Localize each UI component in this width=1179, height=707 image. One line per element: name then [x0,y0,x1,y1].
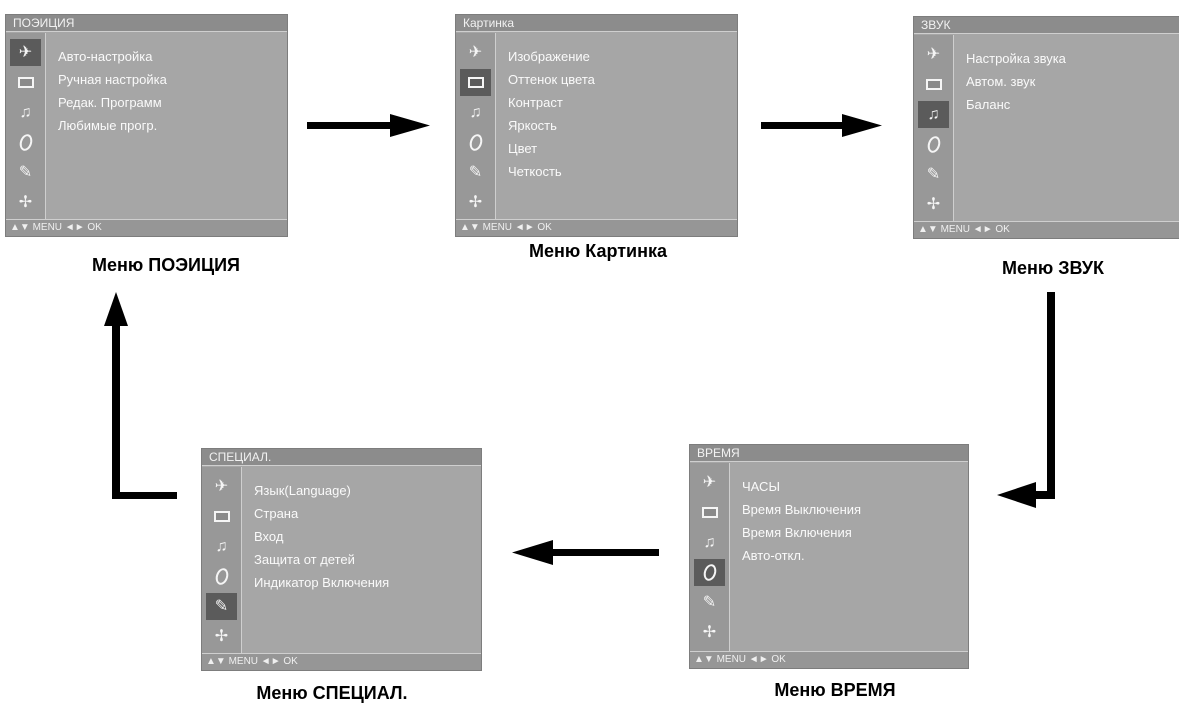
arrow-sound-to-time [997,292,1055,508]
updown-icon: ▲▼ [918,224,938,235]
antenna-icon[interactable]: ✈ [214,477,229,495]
menu-title: ПОЭИЦИЯ [6,15,287,32]
arrow-time-to-special [512,540,659,565]
footer-label: MENU ◄► OK [32,222,102,233]
menu-item[interactable]: Язык(Language) [254,483,351,498]
screen-icon[interactable] [460,69,491,96]
wrench-icon[interactable]: ✎ [468,163,483,181]
caption-sound: Меню ЗВУК [1001,258,1105,278]
updown-icon: ▲▼ [694,654,714,665]
footer-label: MENU ◄► OK [716,654,786,665]
menu-icon-column: ✈ ♫ ✎ ✢ [6,33,46,219]
antenna-icon[interactable]: ✈ [926,45,941,63]
speaker-icon[interactable]: ♫ [469,103,482,121]
menu-item[interactable]: Цвет [508,141,538,156]
menu-item[interactable]: ЧАСЫ [742,479,780,494]
antenna-icon[interactable]: ✈ [10,39,41,66]
menu-item[interactable]: Ручная настройка [58,72,167,87]
caption-special: Меню СПЕЦИАЛ. [256,683,408,703]
menu-footer: ▲▼ MENU ◄► OK [690,651,968,668]
speaker-icon[interactable]: ♫ [215,537,228,555]
arrow-picture-to-sound [761,114,882,137]
menu-title: СПЕЦИАЛ. [202,449,481,466]
screen-icon[interactable] [206,503,237,530]
clock-icon[interactable] [694,559,725,586]
menu-footer: ▲▼ MENU ◄► OK [456,219,737,236]
menu-item[interactable]: Страна [254,506,299,521]
menu-item[interactable]: Любимые прогр. [58,118,158,133]
speaker-icon[interactable]: ♫ [19,103,32,121]
caption-position: Меню ПОЭИЦИЯ [92,255,240,275]
menu-item[interactable]: Настройка звука [966,51,1066,66]
menu-item[interactable]: Изображение [508,49,590,64]
wrench-icon[interactable]: ✎ [206,593,237,620]
menu-item[interactable]: Редак. Программ [58,95,162,110]
menu-item[interactable]: Время Выключения [742,502,862,517]
speaker-icon[interactable]: ♫ [703,533,716,551]
menu-title: ВРЕМЯ [690,445,968,462]
menu-item[interactable]: Авто-настройка [58,49,153,64]
tools-icon[interactable]: ✢ [468,193,483,211]
menu-footer: ▲▼ MENU ◄► OK [914,221,1179,238]
menu-item[interactable]: Время Включения [742,525,852,540]
footer-label: MENU ◄► OK [482,222,552,233]
menu-title: ЗВУК [914,17,1179,34]
tools-icon[interactable]: ✢ [18,193,33,211]
wrench-icon[interactable]: ✎ [702,593,717,611]
menu-footer: ▲▼ MENU ◄► OK [6,219,287,236]
screen-icon[interactable] [918,71,949,98]
wrench-icon[interactable]: ✎ [18,163,33,181]
menu-item[interactable]: Баланс [966,97,1011,112]
menu-item[interactable]: Четкость [508,164,562,179]
speaker-icon[interactable]: ♫ [918,101,949,128]
footer-label: MENU ◄► OK [228,656,298,667]
menu-item[interactable]: Вход [254,529,284,544]
updown-icon: ▲▼ [460,222,480,233]
wrench-icon[interactable]: ✎ [926,165,941,183]
menu-item[interactable]: Защита от детей [254,552,355,567]
arrow-special-to-position [104,292,177,499]
antenna-icon[interactable]: ✈ [468,43,483,61]
tools-icon[interactable]: ✢ [214,627,229,645]
updown-icon: ▲▼ [206,656,226,667]
screen-icon[interactable] [694,499,725,526]
menu-item[interactable]: Яркость [508,118,557,133]
menu-item[interactable]: Авто-откл. [742,548,805,563]
menu-item[interactable]: Оттенок цвета [508,72,595,87]
menu-icon-column: ✈ ♫ ✎ ✢ [690,463,730,651]
updown-icon: ▲▼ [10,222,30,233]
menu-item[interactable]: Индикатор Включения [254,575,390,590]
menu-icon-column: ✈ ♫ ✎ ✢ [456,33,496,219]
footer-label: MENU ◄► OK [940,224,1010,235]
caption-time: Меню ВРЕМЯ [774,680,896,700]
menu-icon-column: ✈ ♫ ✎ ✢ [202,467,242,653]
menu-icon-column: ✈ ♫ ✎ ✢ [914,35,954,221]
arrow-position-to-picture [307,114,430,137]
tools-icon[interactable]: ✢ [702,623,717,641]
screen-icon[interactable] [10,69,41,96]
menu-title: Картинка [456,15,737,32]
antenna-icon[interactable]: ✈ [702,473,717,491]
caption-picture: Меню Картинка [529,241,667,261]
menu-item[interactable]: Автом. звук [966,74,1036,89]
menu-footer: ▲▼ MENU ◄► OK [202,653,481,670]
menu-item[interactable]: Контраст [508,95,563,110]
tools-icon[interactable]: ✢ [926,195,941,213]
